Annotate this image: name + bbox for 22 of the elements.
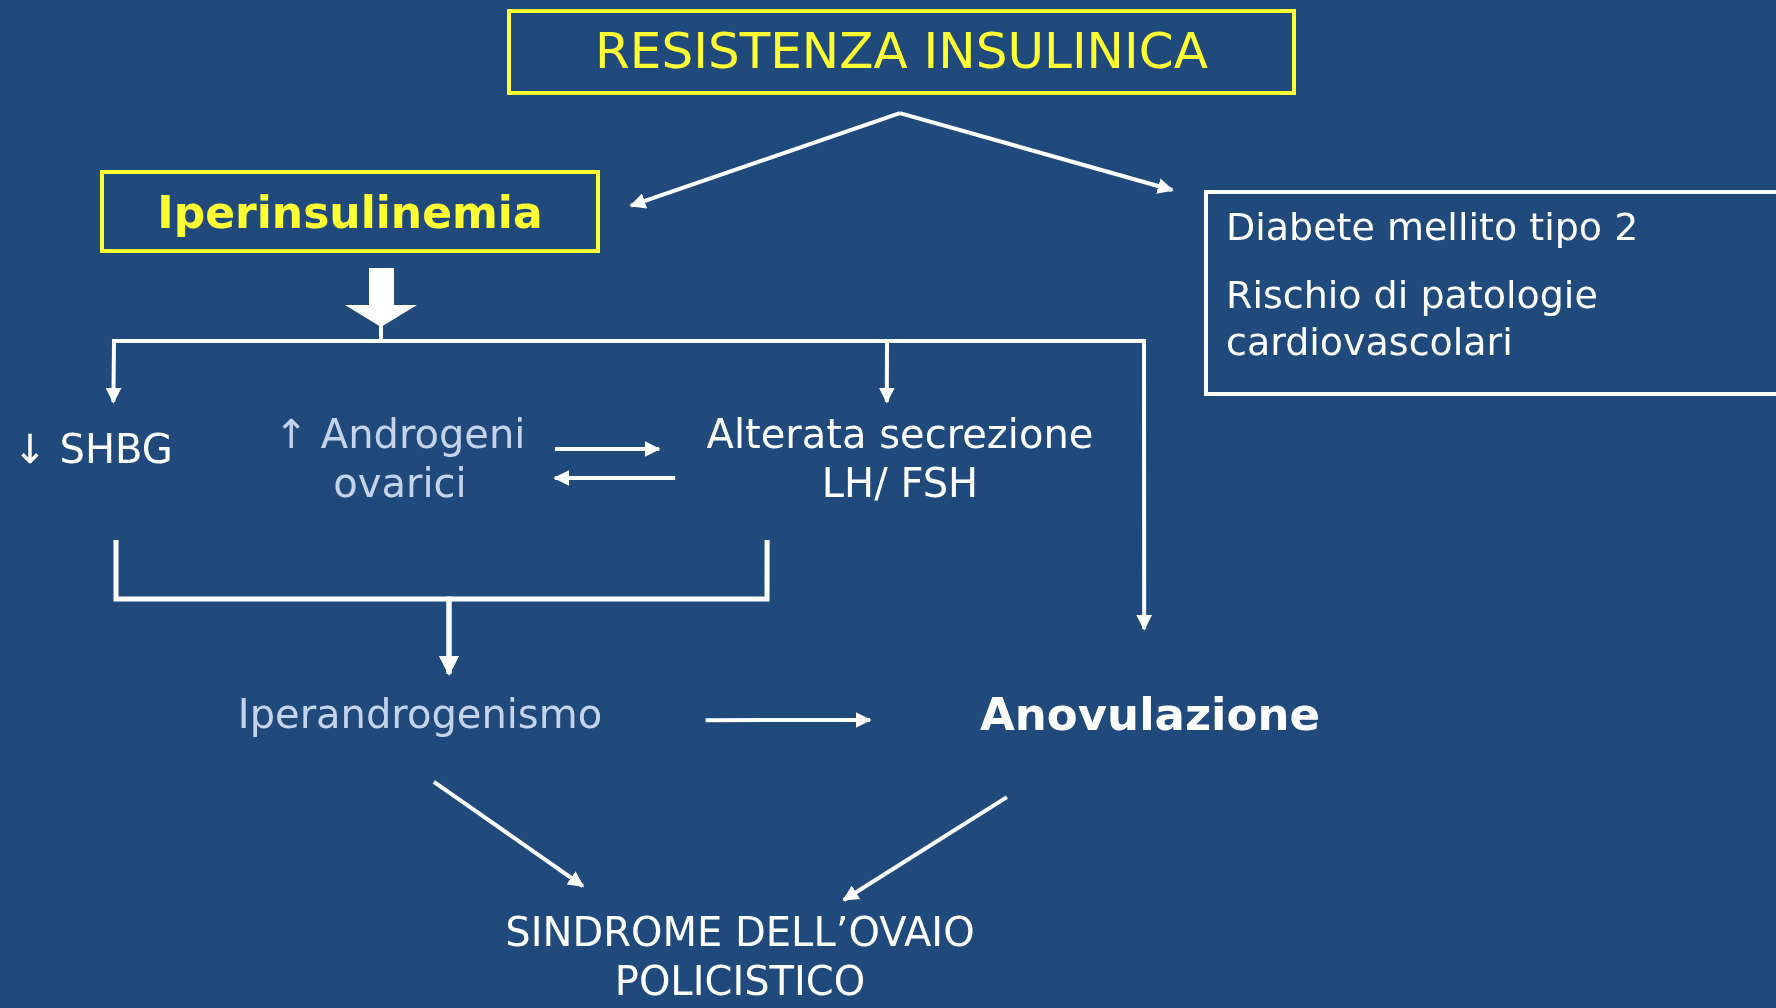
process-box <box>100 170 600 253</box>
title-box <box>507 9 1296 95</box>
node-text: Anovulazione <box>955 688 1345 742</box>
box-heading: Iperinsulinemia <box>156 186 544 240</box>
node-text: SINDROME DELL’OVAIO POLICISTICO <box>440 908 1040 1008</box>
outcome-box <box>1204 190 1776 396</box>
node-text: ↓ SHBG <box>8 425 178 477</box>
arrow <box>842 795 1008 902</box>
box-heading: RESISTENZA INSULINICA <box>594 21 1209 82</box>
node-text: ↑ Androgeni ovarici <box>255 410 545 510</box>
arrow <box>899 111 1174 194</box>
node-text: Alterata secrezione LH/ FSH <box>680 410 1120 510</box>
arrow <box>432 780 585 888</box>
node-text: Iperandrogenismo <box>210 690 630 744</box>
arrow <box>439 540 770 676</box>
arrow <box>554 441 661 457</box>
arrow <box>553 470 676 486</box>
box-heading: Diabete mellito tipo 2 <box>1226 204 1640 251</box>
arrow <box>629 111 901 209</box>
box-text: Rischio di patologie cardiovascolari <box>1226 272 1599 366</box>
arrow <box>705 711 872 728</box>
block-arrow <box>345 268 417 327</box>
